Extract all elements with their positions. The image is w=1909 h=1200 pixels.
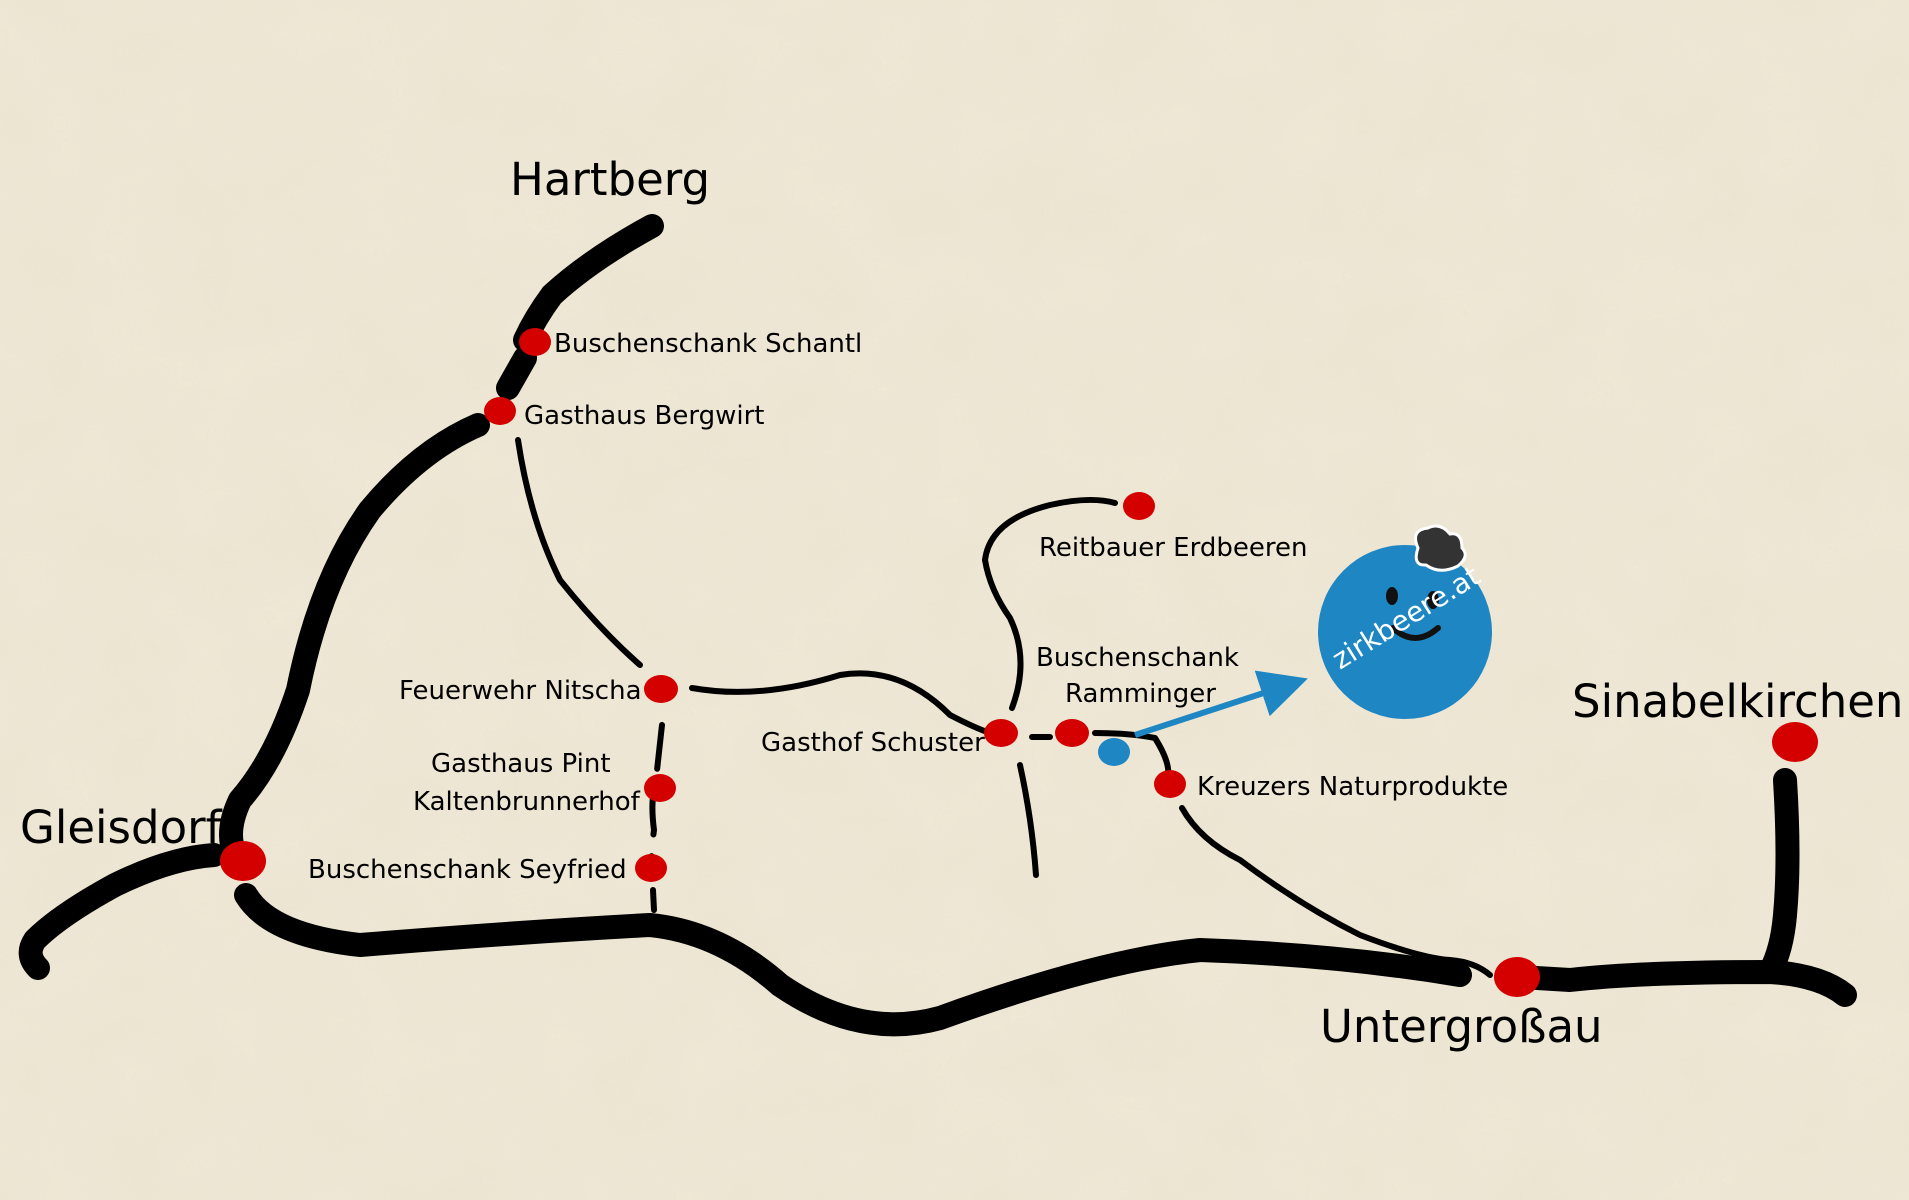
road-hartberg-north [513, 214, 664, 352]
marker-kreuzers[interactable] [1154, 770, 1186, 798]
marker-schuster[interactable] [984, 719, 1018, 747]
marker-schantl[interactable] [519, 328, 551, 356]
place-label-feuerwehr: Feuerwehr Nitscha [399, 676, 642, 706]
zirkbeere-logo[interactable]: zirkbeere.at [1318, 524, 1492, 719]
road-gleisdorf-untergrossau [234, 883, 1472, 1037]
marker-gleisdorf[interactable] [220, 841, 266, 881]
marker-bergwirt[interactable] [484, 397, 516, 425]
town-label-hartberg: Hartberg [510, 153, 710, 206]
road-schuster-south [1017, 762, 1039, 878]
berry-circle [1318, 545, 1492, 719]
place-label-kreuzers: Kreuzers Naturprodukte [1197, 772, 1508, 802]
marker-seyfried[interactable] [635, 854, 667, 882]
road-schuster-kreuzers [1029, 730, 1172, 778]
marker-destination[interactable] [1098, 738, 1130, 766]
place-label-bergwirt: Gasthaus Bergwirt [524, 401, 764, 431]
road-segment-schantl-bergwirt [496, 346, 537, 400]
road-bergwirt-nitscha [515, 437, 643, 668]
road-gleisdorf-west [18, 843, 226, 980]
road-kreuzers-untergrossau [1179, 805, 1493, 978]
place-label-schantl: Buschenschank Schantl [554, 329, 862, 359]
berry-eye-left-icon [1386, 587, 1398, 605]
place-label-seyfried: Buschenschank Seyfried [308, 855, 627, 885]
place-label-ramminger-line1: Buschenschank [1036, 643, 1239, 673]
road-seyfried-south [650, 887, 657, 913]
place-label-pint-line2: Kaltenbrunnerhof [413, 787, 641, 817]
berry-eye-right-icon [1427, 591, 1439, 609]
destination-arrow [1134, 670, 1308, 738]
road-sinabelkirchen [1758, 768, 1800, 984]
marker-ramminger[interactable] [1055, 719, 1089, 747]
place-label-ramminger-line2: Ramminger [1065, 679, 1216, 709]
road-schuster-reitbauer [982, 496, 1118, 711]
marker-feuerwehr[interactable] [644, 675, 678, 703]
marker-pint[interactable] [644, 774, 676, 802]
place-label-pint-line1: Gasthaus Pint [431, 749, 611, 779]
town-label-untergrossau: Untergroßau [1320, 1000, 1603, 1053]
road-untergrossau-east [1508, 960, 1857, 1007]
place-label-reitbauer: Reitbauer Erdbeeren [1039, 533, 1307, 563]
road-bergwirt-gleisdorf [219, 413, 490, 857]
marker-sinabelkirchen[interactable] [1772, 722, 1818, 762]
marker-untergrossau[interactable] [1494, 957, 1540, 997]
marker-reitbauer[interactable] [1123, 492, 1155, 520]
berry-smile-icon [1390, 625, 1441, 641]
place-label-schuster: Gasthof Schuster [761, 728, 985, 758]
berry-leaf-icon [1414, 524, 1467, 572]
road-nitscha-schuster [689, 670, 993, 736]
town-label-gleisdorf: Gleisdorf [20, 801, 223, 854]
town-label-sinabelkirchen: Sinabelkirchen [1572, 675, 1903, 728]
